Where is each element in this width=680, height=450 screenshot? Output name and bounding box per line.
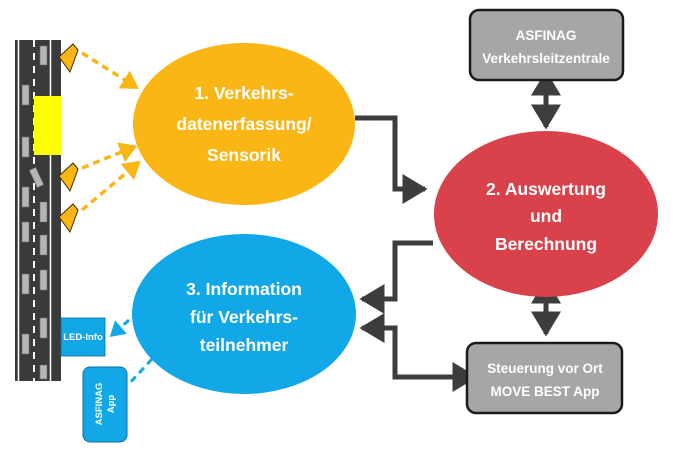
led-info-sign — [60, 317, 106, 357]
asfinag-app-phone — [82, 366, 128, 443]
sensor-data-arrows — [80, 51, 141, 212]
node-led-info[interactable]: LED-Info — [60, 317, 106, 357]
sensors — [58, 43, 79, 234]
information-ellipse — [132, 234, 356, 394]
work-zone — [34, 96, 61, 155]
vehicle — [21, 84, 30, 106]
asfinag-app-label-line2: App — [106, 395, 117, 414]
local-control-label-line2: MOVE BEST App — [490, 384, 599, 399]
evaluation-label-line3: Berechnung — [495, 234, 597, 254]
led-info-label: LED-Info — [63, 332, 103, 343]
vehicle — [21, 333, 30, 355]
sensing-ellipse — [133, 43, 355, 205]
information-label-line3: teilnehmer — [200, 335, 289, 355]
information-label-line1: 3. Information — [186, 279, 302, 299]
evaluation-to-information-arrow — [359, 240, 433, 314]
sensor-icon — [58, 203, 79, 234]
info-to-app-arrow — [126, 357, 154, 387]
vehicle — [39, 269, 48, 291]
highway-road — [15, 40, 61, 381]
asfinag-app-label-line1: ASFINAG — [94, 383, 105, 426]
sensing-label-line2: datenerfassung/ — [176, 114, 311, 134]
evaluation-ellipse — [434, 131, 658, 297]
information-label-line2: für Verkehrs- — [190, 307, 298, 327]
sensing-to-evaluation-arrow — [355, 115, 428, 204]
node-evaluation[interactable]: 2. Auswertung und Berechnung — [434, 131, 658, 297]
sensor-arrow — [81, 142, 138, 170]
vehicle — [21, 136, 30, 158]
sensor-arrow — [80, 160, 141, 212]
evaluation-label-line1: 2. Auswertung — [486, 179, 606, 199]
control-center-box — [468, 8, 625, 82]
evaluation-label-line2: und — [530, 206, 562, 226]
vehicle — [39, 364, 48, 380]
local-control-box — [465, 341, 624, 415]
vehicle — [21, 221, 30, 243]
vehicle — [39, 234, 48, 256]
vehicle — [28, 167, 45, 188]
sensor-icon — [58, 43, 79, 74]
vehicle — [39, 201, 48, 223]
vehicles — [21, 45, 48, 380]
node-local-control[interactable]: Steuerung vor Ort MOVE BEST App — [465, 341, 624, 415]
control-center-label-line1: ASFINAG — [516, 28, 577, 43]
vehicle — [39, 45, 48, 66]
control-center-label-line2: Verkehrsleitzentrale — [482, 51, 610, 66]
local-control-label-line1: Steuerung vor Ort — [487, 361, 603, 376]
local-control-to-information-arrow — [359, 313, 478, 392]
sensing-label-line1: 1. Verkehrs- — [194, 83, 293, 103]
node-control-center[interactable]: ASFINAG Verkehrsleitzentrale — [468, 8, 625, 82]
node-sensing[interactable]: 1. Verkehrs- datenerfassung/ Sensorik — [133, 43, 355, 205]
connectors — [355, 70, 561, 392]
sensing-label-line3: Sensorik — [207, 145, 281, 165]
node-asfinag-app[interactable]: ASFINAG App — [82, 366, 128, 443]
node-information[interactable]: 3. Information für Verkehrs- teilnehmer — [132, 234, 356, 394]
vehicle — [39, 317, 48, 339]
sensor-arrow — [81, 51, 139, 89]
sensor-icon — [58, 162, 79, 193]
vehicle — [21, 273, 30, 295]
vehicle — [21, 186, 30, 208]
